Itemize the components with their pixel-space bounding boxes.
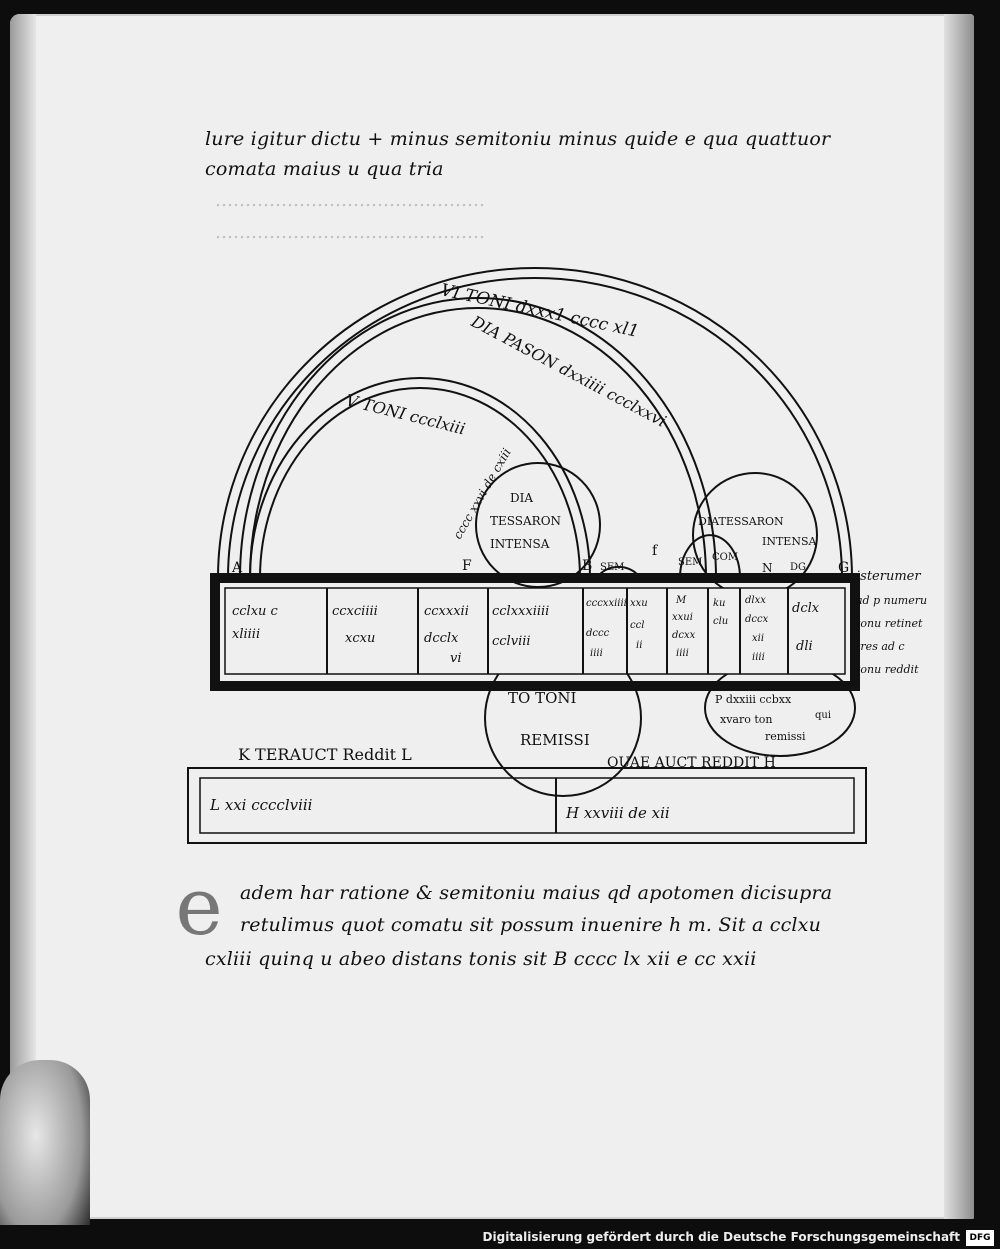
table-cell-8-l1: ku xyxy=(713,598,726,609)
table-cell-3-l3: vi xyxy=(450,651,462,666)
table-cell-7-l2: xxui xyxy=(672,612,693,623)
diatessaron-left-line2: TESSARON xyxy=(490,514,561,528)
reader-thumb xyxy=(0,1060,90,1249)
outer-arc-inner xyxy=(227,277,843,579)
outer-arc-label: VI TONI dxxx1 cccc xl1 xyxy=(439,280,641,342)
table-cell-7-l4: iiii xyxy=(676,648,689,659)
table-cell-8-l2: clu xyxy=(713,616,728,627)
table-cell-10-l1: dclx xyxy=(792,601,820,616)
side-note-5: tonu reddit xyxy=(856,663,919,676)
lower-right-circle-line4: qui xyxy=(815,710,831,721)
table-cell-9-l3: xii xyxy=(752,633,764,644)
dfg-logo: DFG xyxy=(966,1230,994,1246)
lower-right-circle-line1: P dxxiii ccbxx xyxy=(715,693,792,706)
show-through-text: ……………………………………… xyxy=(215,190,485,211)
diatessaron-right-line1: DIATESSARON xyxy=(698,515,784,528)
footer-text: Digitalisierung gefördert durch die Deut… xyxy=(482,1230,960,1244)
letter-F: F xyxy=(462,558,472,574)
side-note-1: isterumer xyxy=(856,569,921,584)
table-frame-outer xyxy=(210,573,860,691)
letter-f: f xyxy=(652,543,659,559)
inner-arc xyxy=(249,377,591,579)
diatessaron-left-line3: INTENSA xyxy=(490,537,550,551)
table-cell-3-l1: ccxxxii xyxy=(424,604,469,619)
footer-bar: Digitalisierung gefördert durch die Deut… xyxy=(0,1225,1000,1249)
table-cell-9-l4: iiii xyxy=(752,652,765,663)
page-edge xyxy=(10,14,36,1219)
lower-text-line-2: retulimus quot comatu sit possum inuenir… xyxy=(240,914,822,936)
lower-box-inner xyxy=(199,777,855,834)
lower-text-line-1: adem har ratione & semitoniu maius qd ap… xyxy=(240,882,833,904)
text-line-1: lure igitur dictu + minus semitoniu minu… xyxy=(205,128,831,150)
lower-box-right: H xxviii de xii xyxy=(565,804,670,822)
table-cell-2-l2: xcxu xyxy=(345,631,375,646)
table-cell-6-l2: ccl xyxy=(630,620,644,631)
inner-arc-label: V TONI ccclxiii xyxy=(344,390,467,438)
lower-box-outer xyxy=(187,767,867,844)
lower-left-circle-line2: REMISSI xyxy=(520,731,590,749)
table-cell-7-l3: dcxx xyxy=(672,630,696,641)
table-cell-9-l2: dccx xyxy=(745,614,769,625)
table-frame-inner xyxy=(224,587,846,675)
side-note-2: ad p numeru xyxy=(856,594,928,607)
letter-B: B xyxy=(582,558,592,574)
k-label: K TERAUCT Reddit L xyxy=(238,745,412,764)
lower-right-circle-line3: remissi xyxy=(765,730,806,743)
middle-arc-inner xyxy=(249,307,707,579)
show-through-text: ……………………………………… xyxy=(215,222,485,243)
sem-label-right: SEM xyxy=(678,557,702,568)
letter-N: N xyxy=(762,561,773,575)
lower-right-circle-line2: xvaro ton xyxy=(720,713,772,726)
lower-box-left: L xxi cccclviii xyxy=(209,796,313,814)
table-cell-9-l1: dlxx xyxy=(745,595,766,606)
lower-left-circle-line1: TO TONI xyxy=(508,689,576,707)
table-cell-5-l2: dccc xyxy=(586,628,610,639)
lower-text-line-3: cxliii quinq u abeo distans tonis sit B … xyxy=(205,948,757,970)
table-cell-3-l2: dcclx xyxy=(424,631,459,646)
diatessaron-circle-left xyxy=(475,462,601,588)
table-cell-10-l2: dli xyxy=(796,639,813,654)
diatessaron-left-line1: DIA xyxy=(510,491,533,505)
middle-arc xyxy=(239,297,717,579)
text-line-2: comata maius u qua tria xyxy=(205,158,444,180)
page-gutter xyxy=(944,14,974,1219)
decorated-initial: e xyxy=(175,860,223,953)
small-arc-right xyxy=(679,534,741,579)
side-note-4: tres ad c xyxy=(856,640,905,653)
letter-A: A xyxy=(231,560,243,576)
com-label: COM xyxy=(712,552,738,563)
table-cell-4-l2: cclviii xyxy=(492,634,531,649)
table-cell-4-l1: cclxxxiiii xyxy=(492,604,549,619)
table-cell-1-l1: cclxu c xyxy=(232,604,279,619)
table-cell-7-l1: M xyxy=(675,595,687,606)
table-cell-6-l3: ii xyxy=(636,640,642,651)
diatessaron-right-line2: INTENSA xyxy=(762,535,817,548)
side-note-3: tonu retinet xyxy=(856,617,923,630)
table-cell-5-l3: iiii xyxy=(590,648,603,659)
table-cell-1-l2: xliiii xyxy=(232,627,260,642)
outer-arc xyxy=(217,267,853,579)
table-cell-6-l1: xxu xyxy=(630,598,648,609)
letter-G: G xyxy=(838,560,849,576)
inner-arc-2 xyxy=(259,387,581,579)
table-cell-2-l1: ccxciiii xyxy=(332,604,378,619)
sem-label-left: SEM xyxy=(600,562,624,573)
dg-label: DG xyxy=(790,562,806,573)
table-cell-5-l1: cccxxiiii xyxy=(586,598,627,609)
